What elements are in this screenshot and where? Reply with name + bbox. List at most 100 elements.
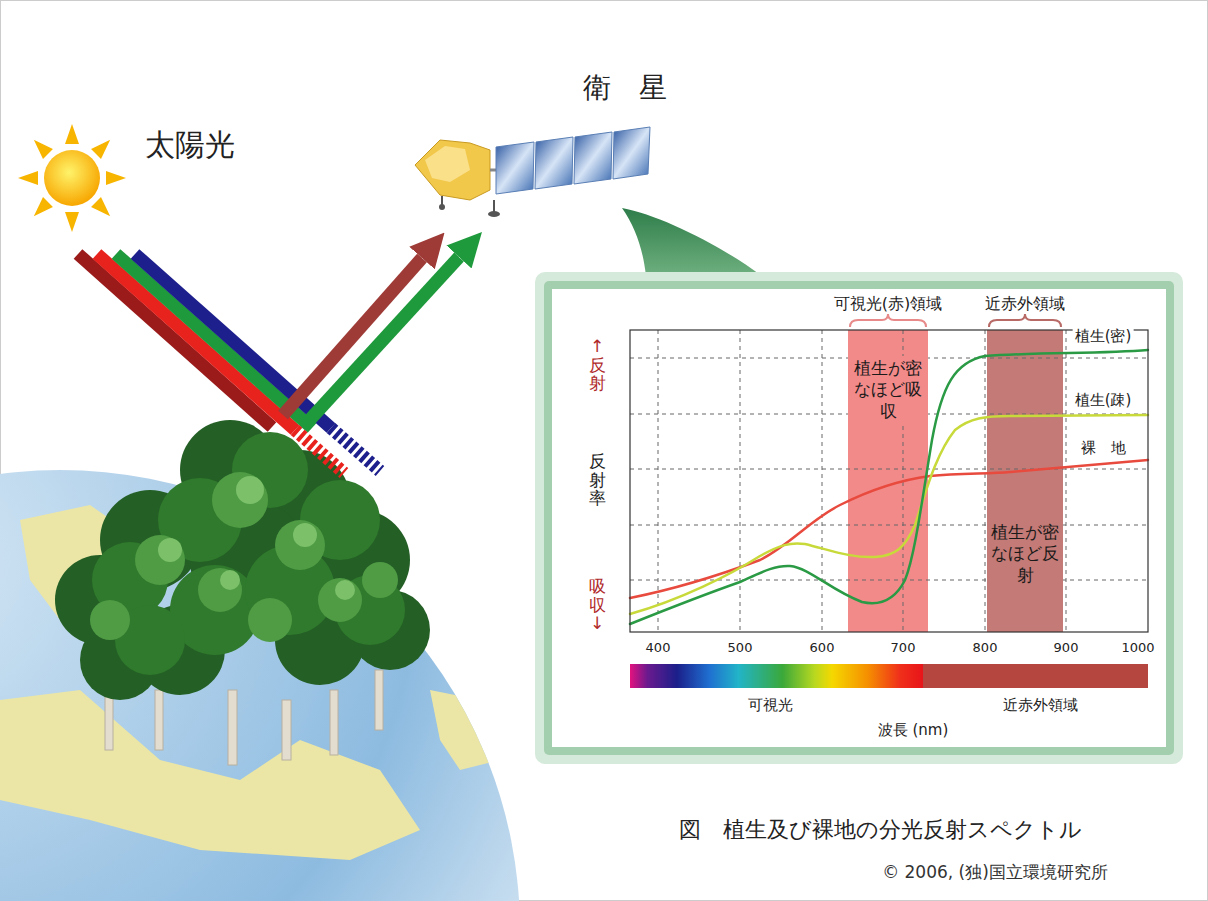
sun-icon: [29, 197, 53, 221]
sparse-vegetation-curve: [630, 415, 1148, 614]
land: [0, 690, 420, 860]
sun-icon: [91, 197, 115, 221]
bracket: [989, 314, 1061, 327]
forest-illustration: [362, 562, 398, 598]
nir-band-fill: [987, 330, 1063, 632]
spectrum-bar: [630, 664, 1148, 688]
forest-illustration: [198, 568, 242, 612]
tick-label: 1000: [1121, 640, 1154, 656]
forest-illustration: [212, 472, 268, 528]
light-beams: [97, 254, 295, 430]
tick-label: 900: [1054, 640, 1079, 656]
dense-vegetation-curve: [630, 350, 1148, 624]
chart-grid: [822, 330, 823, 632]
sun-icon: [65, 212, 79, 232]
sun-icon: [91, 135, 115, 159]
chart-grid: [630, 469, 1148, 470]
copyright: © 2006, (独)国立環境研究所: [882, 862, 1108, 882]
forest-illustration: [318, 578, 362, 622]
plot-frame: [630, 330, 1148, 632]
tick-label: 700: [891, 640, 916, 656]
sun-icon: [18, 171, 38, 185]
chart-grid: [985, 330, 986, 632]
earth: [0, 470, 520, 901]
sun-icon: [106, 171, 126, 185]
forest-illustration: [90, 600, 130, 640]
satellite-icon: [613, 127, 650, 179]
sunlight-label: 太陽光: [145, 127, 235, 163]
forest-illustration: [232, 432, 308, 508]
tick-label: 400: [646, 640, 671, 656]
satellite-icon: [488, 211, 500, 217]
tick-label: 800: [973, 640, 998, 656]
axis-label: 吸収↓: [589, 577, 606, 633]
sun-icon: [29, 135, 53, 159]
sun-icon: [44, 150, 100, 206]
satellite-icon: [415, 127, 650, 217]
forest-illustration: [236, 476, 264, 504]
land: [430, 690, 500, 770]
forest-illustration: [375, 670, 383, 730]
band-heading: 近赤外領域: [985, 294, 1065, 313]
spectrum-bar: [923, 664, 1148, 688]
satellite-icon: [496, 142, 534, 194]
forest-illustration: [275, 520, 325, 570]
forest-illustration: [282, 700, 291, 760]
chart-panel: [535, 272, 1183, 764]
curve-label: 植生(疎): [1073, 391, 1134, 409]
chart-panel: [535, 272, 1183, 764]
reflected-beams: [283, 257, 459, 425]
callout-tail: [622, 208, 762, 276]
forest-illustration: [135, 535, 185, 585]
band-note: 植生が密なほど吸収: [848, 356, 928, 424]
forest-illustration: [220, 570, 240, 590]
band-heading: 可視光(赤)領域: [834, 294, 942, 313]
satellite-icon: [415, 140, 490, 200]
satellite-label: 衛 星: [583, 71, 667, 105]
sun-icon: [65, 124, 79, 144]
chart-grid: [1066, 330, 1067, 632]
forest-illustration: [228, 690, 237, 765]
chart-grid: [630, 330, 1148, 632]
figure-caption: 図 植生及び裸地の分光反射スペクトル: [679, 817, 1082, 843]
satellite-icon: [493, 200, 495, 212]
light-beams: [331, 428, 380, 471]
light-beams: [116, 254, 312, 428]
chart-grid: [630, 525, 1148, 526]
axis-label: ↑反射: [589, 337, 606, 393]
satellite-icon: [490, 169, 496, 172]
tick-label: 500: [728, 640, 753, 656]
band-note: 植生が密なほど反射: [987, 520, 1063, 588]
satellite-icon: [439, 204, 445, 210]
reflected-beams: [305, 257, 459, 425]
forest-illustration: [55, 420, 430, 700]
sun-icon: [18, 124, 126, 232]
forest-illustration: [248, 598, 292, 642]
light-beams: [78, 254, 272, 427]
spectral-curves: [630, 350, 1148, 624]
axis-title: 波長 (nm): [878, 721, 949, 739]
satellite-icon: [535, 137, 573, 189]
forest-illustration: [158, 476, 355, 600]
spectral-band: 可視光(赤)領域植生が密なほど吸収: [848, 330, 928, 632]
spectrum-label: 可視光: [748, 696, 793, 714]
forest-illustration: [293, 523, 317, 547]
bracket: [850, 314, 926, 327]
axis-label: 反射率: [589, 452, 606, 508]
forest-illustration: [330, 690, 338, 755]
satellite-icon: [574, 132, 612, 184]
curve-label: 裸 地: [1079, 439, 1128, 457]
red-band-fill: [848, 330, 928, 632]
satellite-icon: [425, 146, 470, 182]
forest-illustration: [158, 538, 182, 562]
forest-illustration: [55, 420, 430, 765]
chart-panel: [544, 281, 1174, 755]
forest-illustration: [90, 472, 398, 642]
spectrum-label: 近赤外領域: [1003, 696, 1078, 714]
spectrum-bar: [630, 664, 923, 688]
forest-illustration: [92, 432, 405, 675]
earth: [0, 470, 520, 901]
forest-illustration: [155, 690, 163, 750]
